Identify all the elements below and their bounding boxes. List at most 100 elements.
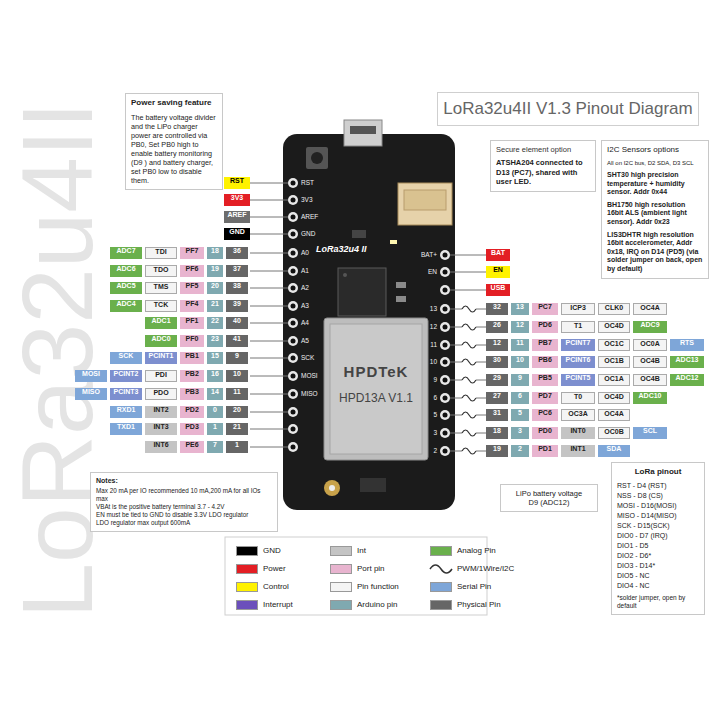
pin-tag: BAT bbox=[486, 249, 510, 261]
reset-button-cap bbox=[311, 152, 323, 164]
pin-hole-center bbox=[291, 445, 296, 450]
module-model: HPD13A V1.1 bbox=[324, 391, 428, 405]
pin-hole bbox=[440, 393, 450, 403]
leader-line bbox=[450, 380, 462, 381]
silkscreen-text: BAT+ bbox=[397, 250, 437, 260]
legend-swatch bbox=[236, 582, 258, 592]
pin-tag: 32 bbox=[486, 303, 508, 315]
leader-line bbox=[450, 415, 462, 416]
legend-swatch bbox=[330, 600, 352, 610]
pin-tag: 2 bbox=[511, 445, 529, 457]
pin-tag: OC1A bbox=[598, 374, 630, 386]
pin-hole-center bbox=[291, 392, 296, 397]
pin-tag: ICP3 bbox=[561, 303, 595, 315]
silkscreen-text: EN bbox=[397, 267, 437, 277]
pin-hole-center bbox=[291, 181, 296, 186]
pin-hole-center bbox=[291, 286, 296, 291]
pin-tag: MISO bbox=[75, 388, 107, 400]
pin-hole bbox=[288, 178, 298, 188]
pin-tag: PCINT3 bbox=[110, 388, 142, 400]
pin-tag: OC0B bbox=[598, 427, 630, 439]
pin-hole-center bbox=[291, 232, 296, 237]
pin-hole-center bbox=[443, 253, 448, 258]
reset-button bbox=[306, 147, 328, 169]
box-text: D9 (ADC12) bbox=[506, 498, 592, 507]
pin-tag: 5 bbox=[511, 409, 529, 421]
mcu-chip bbox=[338, 268, 386, 316]
silkscreen-text: A1 bbox=[301, 266, 309, 276]
pin-tag: PD2 bbox=[180, 406, 204, 418]
pin-tag: OC1B bbox=[598, 356, 630, 368]
pin-tag: 9 bbox=[511, 374, 529, 386]
silkscreen-text: 11 bbox=[397, 340, 437, 350]
legend-swatch bbox=[236, 600, 258, 610]
leader-line bbox=[450, 327, 462, 328]
smd-part bbox=[360, 478, 386, 492]
pin-tag: 11 bbox=[511, 339, 529, 351]
pin-hole-center bbox=[291, 356, 296, 361]
pin-hole bbox=[440, 267, 450, 277]
legend-text: Power bbox=[263, 563, 286, 575]
pin-tag: PF1 bbox=[180, 317, 204, 329]
pin-hole bbox=[288, 195, 298, 205]
pin-tag: 15 bbox=[207, 352, 223, 364]
box-heading: I2C Sensors options bbox=[607, 145, 703, 154]
box-text: SCK - D15(SCK) bbox=[617, 521, 699, 531]
box-text: All on I2C bus, D2 SDA, D3 SCL bbox=[607, 159, 703, 167]
box-text: Max 20 mA per IO recommended 10 mA,200 m… bbox=[96, 487, 272, 503]
silkscreen-text: GND bbox=[301, 229, 315, 239]
leader-line bbox=[450, 345, 462, 346]
box-heading: LoRa pinout bbox=[617, 467, 699, 476]
pin-tag: TCK bbox=[145, 300, 177, 312]
pin-tag: 0 bbox=[207, 406, 223, 418]
pin-hole bbox=[288, 353, 298, 363]
pin-tag: OC4A bbox=[633, 303, 667, 315]
pin-tag: 26 bbox=[486, 321, 508, 333]
box-text: RST - D4 (RST) bbox=[617, 481, 699, 491]
pin-hole-center bbox=[291, 339, 296, 344]
title-text: LoRa32u4II V1.3 Pinout Diagram bbox=[443, 99, 693, 119]
box-text: BH1750 high resolution 16bit ALS (ambien… bbox=[607, 201, 703, 227]
pin-hole-center bbox=[443, 307, 448, 312]
pin-hole bbox=[288, 212, 298, 222]
usb-connector bbox=[344, 120, 382, 146]
pin-hole-center bbox=[291, 321, 296, 326]
pin-tag: PF6 bbox=[180, 265, 204, 277]
pin-tag: RTS bbox=[670, 339, 704, 351]
pin-tag: 20 bbox=[207, 282, 223, 294]
pin-hole-center bbox=[291, 269, 296, 274]
pin-hole bbox=[440, 304, 450, 314]
pin-tag: PDI bbox=[145, 370, 177, 382]
pin-hole-center bbox=[443, 431, 448, 436]
leader-line bbox=[250, 341, 288, 342]
pin-tag: PE6 bbox=[180, 441, 204, 453]
pin-hole-center bbox=[291, 251, 296, 256]
pin-tag: 36 bbox=[226, 247, 248, 259]
pin-tag: 38 bbox=[226, 282, 248, 294]
pin-tag: 11 bbox=[226, 388, 248, 400]
box-text: MISO - D14(MISO) bbox=[617, 511, 699, 521]
pin-tag: PB1 bbox=[180, 352, 204, 364]
pin-tag: OC4D bbox=[598, 392, 630, 404]
pin-tag: INT3 bbox=[145, 423, 177, 435]
box-text: EN must be tied to GND to disable 3.3V L… bbox=[96, 511, 272, 519]
pin-hole-center bbox=[291, 374, 296, 379]
led bbox=[390, 240, 397, 244]
pin-tag: MOSI bbox=[75, 370, 107, 382]
leader-line bbox=[250, 253, 288, 254]
silkscreen-text: A5 bbox=[301, 336, 309, 346]
pin-tag: PD6 bbox=[532, 321, 558, 333]
pin-tag: PB3 bbox=[180, 388, 204, 400]
pin-tag: PB7 bbox=[532, 339, 558, 351]
pin-tag: ADC1 bbox=[145, 317, 177, 329]
leader-line bbox=[250, 234, 288, 235]
chip-dot bbox=[343, 273, 347, 277]
pin-tag: 22 bbox=[207, 317, 223, 329]
pin-tag: GND bbox=[224, 228, 250, 240]
leader-line bbox=[476, 380, 486, 381]
box-text: LDO regulator max output 600mA bbox=[96, 519, 272, 527]
pin-hole bbox=[440, 375, 450, 385]
pin-tag: 6 bbox=[511, 392, 529, 404]
leader-line bbox=[250, 412, 288, 413]
